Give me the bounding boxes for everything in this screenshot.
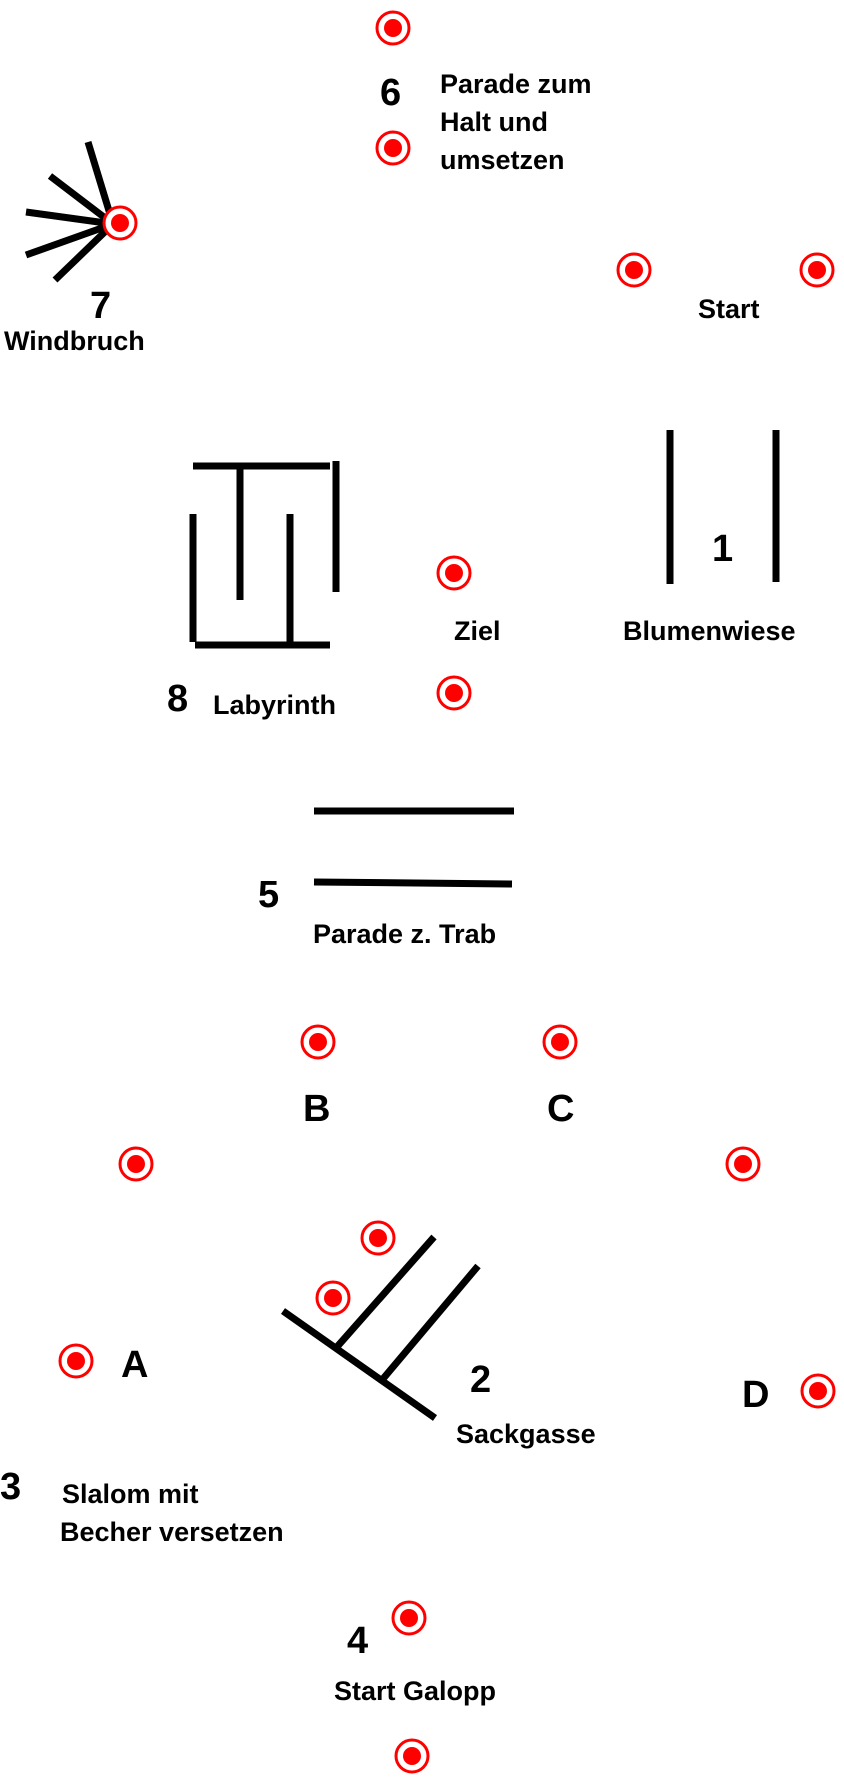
station-5-number: 5 xyxy=(258,874,279,916)
corner-letter-a: A xyxy=(121,1344,148,1386)
target-marker-icon xyxy=(360,1220,396,1256)
blumenwiese-obstacle xyxy=(666,430,780,584)
station-3-label-line2: Becher versetzen xyxy=(60,1517,284,1547)
target-marker-icon xyxy=(394,1738,430,1774)
markers xyxy=(58,10,836,1774)
target-marker-icon xyxy=(102,205,138,241)
station-6-label-line2: Halt und xyxy=(440,107,548,137)
target-marker-icon xyxy=(375,130,411,166)
corner-letter-b: B xyxy=(303,1088,330,1130)
parade-trab-obstacle xyxy=(313,807,514,888)
windbruch-obstacle xyxy=(24,140,117,283)
station-4-label: Start Galopp xyxy=(334,1676,496,1706)
sackgasse-obstacle xyxy=(280,1234,481,1421)
target-marker-icon xyxy=(800,1373,836,1409)
target-marker-icon xyxy=(118,1146,154,1182)
target-marker-icon xyxy=(616,252,652,288)
station-1-number: 1 xyxy=(712,528,733,570)
station-1-label: Blumenwiese xyxy=(623,616,796,646)
station-3-number: 3 xyxy=(0,1466,21,1508)
target-marker-icon xyxy=(542,1024,578,1060)
target-marker-icon xyxy=(436,555,472,591)
target-marker-icon xyxy=(58,1343,94,1379)
station-6-number: 6 xyxy=(380,72,401,114)
station-2-number: 2 xyxy=(470,1359,491,1401)
station-7-number: 7 xyxy=(90,285,111,327)
station-8-label: Labyrinth xyxy=(213,690,336,720)
finish-label: Ziel xyxy=(454,616,501,646)
target-marker-icon xyxy=(725,1146,761,1182)
station-3-label-line1: Slalom mit xyxy=(62,1479,199,1509)
station-8-number: 8 xyxy=(167,678,188,720)
target-marker-icon xyxy=(799,252,835,288)
corner-letter-d: D xyxy=(742,1374,769,1416)
station-7-label: Windbruch xyxy=(4,326,145,356)
target-marker-icon xyxy=(375,10,411,46)
station-4-number: 4 xyxy=(347,1620,368,1662)
target-marker-icon xyxy=(315,1280,351,1316)
station-6-label-line3: umsetzen xyxy=(440,145,565,175)
labyrinth-obstacle xyxy=(189,461,340,649)
target-marker-icon xyxy=(391,1600,427,1636)
target-marker-icon xyxy=(436,675,472,711)
corner-letter-c: C xyxy=(547,1088,574,1130)
target-marker-icon xyxy=(300,1024,336,1060)
station-2-label: Sackgasse xyxy=(456,1419,596,1449)
station-5-label: Parade z. Trab xyxy=(313,919,496,949)
start-label: Start xyxy=(698,294,760,324)
station-6-label-line1: Parade zum xyxy=(440,69,592,99)
